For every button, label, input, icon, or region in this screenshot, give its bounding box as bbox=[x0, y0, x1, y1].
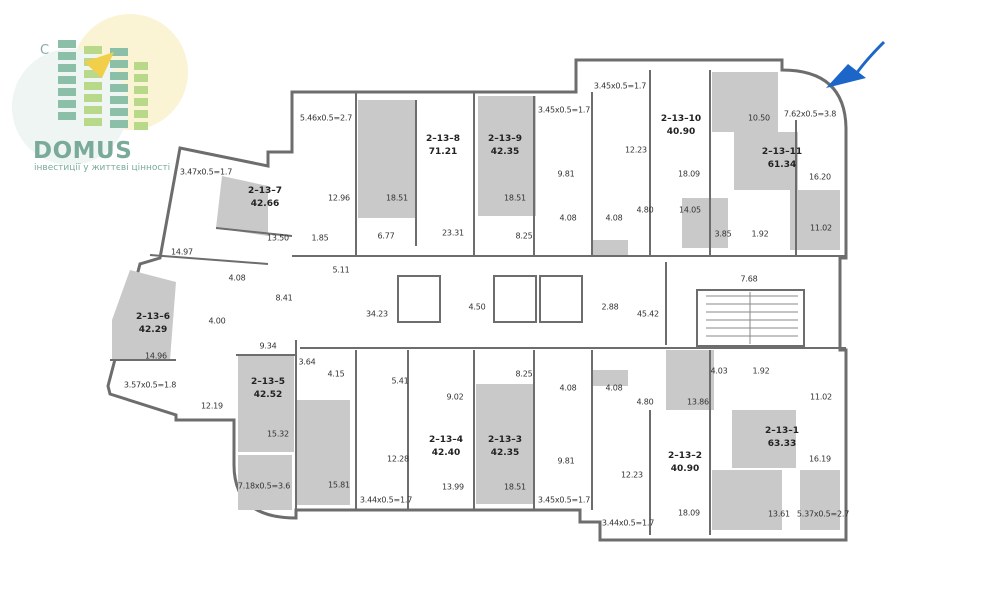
room-area: 6.77 bbox=[377, 231, 395, 241]
room-area: 1.92 bbox=[751, 229, 769, 239]
room-area: 4.08 bbox=[228, 273, 246, 283]
room-area: 11.02 bbox=[810, 392, 832, 402]
room-area: 13.86 bbox=[687, 397, 709, 407]
room-area: 11.02 bbox=[810, 223, 832, 233]
room-area: 15.32 bbox=[267, 429, 289, 439]
room-area: 8.25 bbox=[515, 369, 533, 379]
room-area: 5.41 bbox=[391, 376, 409, 386]
brand-slogan: інвестиції у життєві цінності bbox=[34, 163, 171, 173]
logo-mark-icon bbox=[12, 14, 188, 165]
room-area: 12.23 bbox=[625, 145, 647, 155]
room-area: 3.85 bbox=[714, 229, 732, 239]
balcony-label: 5.46x0.5=2.7 bbox=[299, 113, 353, 123]
balcony-label: 5.37x0.5=2.7 bbox=[796, 509, 850, 519]
room-area: 12.96 bbox=[328, 193, 350, 203]
room-area: 4.08 bbox=[605, 213, 623, 223]
room-area: 18.09 bbox=[678, 169, 700, 179]
room-area: 4.08 bbox=[559, 213, 577, 223]
room-area: 9.81 bbox=[557, 456, 575, 466]
room-area: 45.42 bbox=[637, 309, 659, 319]
logo bbox=[10, 12, 190, 187]
logo-letter: C bbox=[40, 43, 50, 58]
north-arrow-icon bbox=[826, 40, 886, 88]
balcony-label: 7.18x0.5=3.6 bbox=[237, 481, 291, 491]
room-area: 18.09 bbox=[678, 508, 700, 518]
room-area: 3.64 bbox=[298, 357, 316, 367]
room-area: 5.11 bbox=[332, 265, 350, 275]
room-area: 4.80 bbox=[636, 205, 654, 215]
balcony-label: 3.44x0.5=1.7 bbox=[601, 518, 655, 528]
room-area: 13.61 bbox=[768, 509, 790, 519]
room-area: 8.41 bbox=[275, 293, 293, 303]
balcony-label: 3.44x0.5=1.7 bbox=[359, 495, 413, 505]
room-area: 4.50 bbox=[468, 302, 486, 312]
balcony-label: 3.45x0.5=1.7 bbox=[537, 495, 591, 505]
room-area: 12.19 bbox=[201, 401, 223, 411]
room-area: 9.81 bbox=[557, 169, 575, 179]
room-area: 9.02 bbox=[446, 392, 464, 402]
room-area: 4.00 bbox=[208, 316, 226, 326]
balcony-label: 3.57x0.5=1.8 bbox=[123, 380, 177, 390]
balcony-label: 3.45x0.5=1.7 bbox=[537, 105, 591, 115]
room-area: 14.97 bbox=[171, 247, 193, 257]
room-area: 15.81 bbox=[328, 480, 350, 490]
room-area: 18.51 bbox=[386, 193, 408, 203]
room-area: 9.34 bbox=[259, 341, 277, 351]
room-area: 13.99 bbox=[442, 482, 464, 492]
room-area: 4.03 bbox=[710, 366, 728, 376]
room-area: 14.05 bbox=[679, 205, 701, 215]
room-fills bbox=[112, 72, 840, 530]
room-area: 23.31 bbox=[442, 228, 464, 238]
room-area: 4.08 bbox=[605, 383, 623, 393]
room-area: 12.28 bbox=[387, 454, 409, 464]
room-area: 34.23 bbox=[366, 309, 388, 319]
room-area: 7.68 bbox=[740, 274, 758, 284]
room-area: 1.92 bbox=[752, 366, 770, 376]
staircase bbox=[706, 292, 798, 344]
balcony-label: 3.45x0.5=1.7 bbox=[593, 81, 647, 91]
balcony-label: 7.62x0.5=3.8 bbox=[783, 109, 837, 119]
room-area: 10.50 bbox=[748, 113, 770, 123]
room-area: 16.19 bbox=[809, 454, 831, 464]
room-area: 18.51 bbox=[504, 482, 526, 492]
brand-name: DOMUS bbox=[33, 138, 133, 164]
balcony-label: 3.47x0.5=1.7 bbox=[179, 167, 233, 177]
room-area: 18.51 bbox=[504, 193, 526, 203]
room-area: 14.96 bbox=[145, 351, 167, 361]
room-area: 4.15 bbox=[327, 369, 345, 379]
room-area: 1.85 bbox=[311, 233, 329, 243]
room-area: 12.23 bbox=[621, 470, 643, 480]
room-area: 13.50 bbox=[267, 233, 289, 243]
room-area: 16.20 bbox=[809, 172, 831, 182]
room-area: 4.80 bbox=[636, 397, 654, 407]
room-area: 2.88 bbox=[601, 302, 619, 312]
room-area: 8.25 bbox=[515, 231, 533, 241]
walls bbox=[110, 70, 846, 535]
room-area: 4.08 bbox=[559, 383, 577, 393]
